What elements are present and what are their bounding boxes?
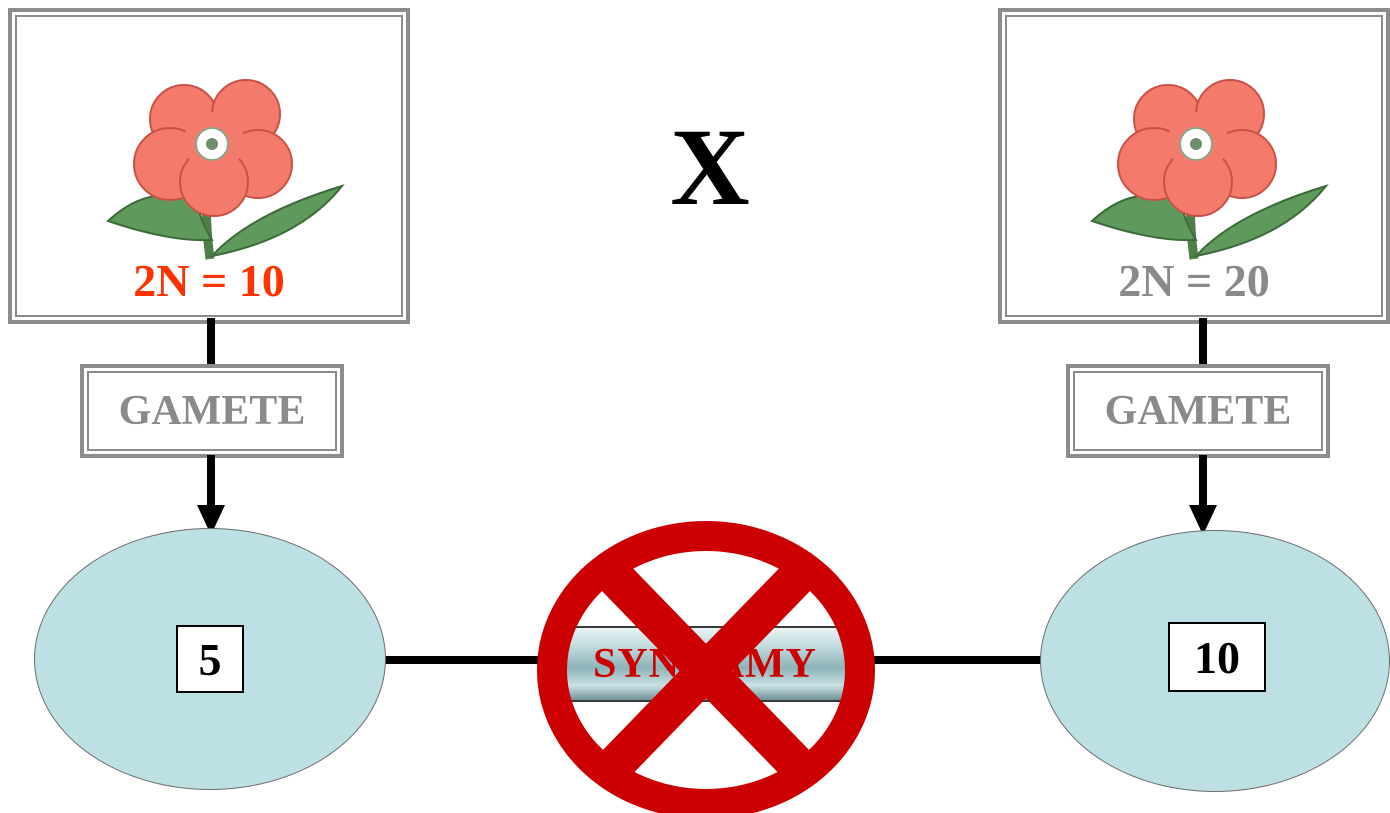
left-parent-frame: 2N = 10 [8, 8, 410, 324]
flower-icon [106, 79, 345, 260]
right-ploidy-label: 2N = 20 [1118, 255, 1270, 306]
right-connector-line [1199, 318, 1207, 368]
left-chromosome-value: 5 [198, 633, 222, 685]
fusion-line-right [846, 656, 1046, 664]
flower-icon [1090, 79, 1329, 260]
left-connector-line [207, 318, 215, 368]
arrow-down-icon [1189, 505, 1217, 535]
right-parent-frame: 2N = 20 [998, 8, 1390, 324]
left-chromosome-count: 5 [176, 625, 244, 693]
left-ploidy-label: 2N = 10 [133, 255, 285, 306]
right-gamete-box: GAMETE [1066, 364, 1330, 458]
right-connector-line [1199, 455, 1207, 511]
prohibition-icon [537, 521, 875, 813]
cross-symbol: X [670, 106, 750, 228]
left-gamete-box: GAMETE [80, 364, 344, 458]
fusion-line-left [384, 656, 560, 664]
arrow-down-icon [197, 505, 225, 535]
left-connector-line [207, 455, 215, 511]
right-gamete-label: GAMETE [1104, 388, 1292, 434]
right-chromosome-value: 10 [1194, 631, 1240, 683]
right-chromosome-count: 10 [1168, 622, 1266, 692]
left-gamete-label: GAMETE [118, 388, 306, 434]
